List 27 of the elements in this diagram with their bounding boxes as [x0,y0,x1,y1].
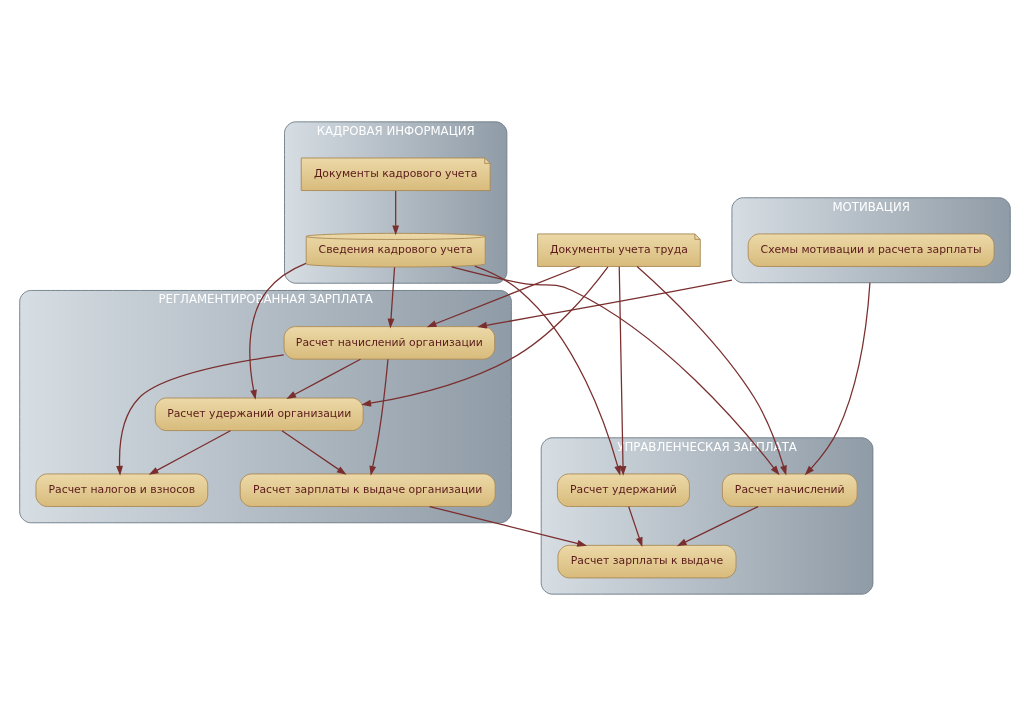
arrow [249,262,307,400]
arrow [628,505,643,548]
node-box: Расчет зарплаты к выдаче [557,544,737,579]
arrow [636,265,787,476]
arrow [392,190,400,236]
arrow [361,266,609,407]
node-box: Расчет зарплаты к выдаче организации [239,473,496,507]
arrow [369,358,389,476]
node-box: Расчет удержаний [557,473,690,507]
arrow [451,266,780,476]
arrow [148,430,232,475]
arrow [618,266,627,476]
arrow [676,505,759,547]
arrow [426,265,581,328]
arrow [804,282,871,476]
arrow [116,354,285,476]
arrow [429,505,587,547]
node-box: Расчет начислений организации [283,326,496,360]
arrow [477,279,733,329]
node-box: Схемы мотивации и расчета зарплаты [747,233,995,267]
arrow [286,358,362,399]
node-box: Расчет удержаний организации [154,397,364,431]
node-box: Расчет начислений [721,473,858,507]
arrow [474,265,621,476]
arrow [281,430,347,475]
arrow [387,266,396,329]
node-box: Расчет налогов и взносов [35,473,209,507]
